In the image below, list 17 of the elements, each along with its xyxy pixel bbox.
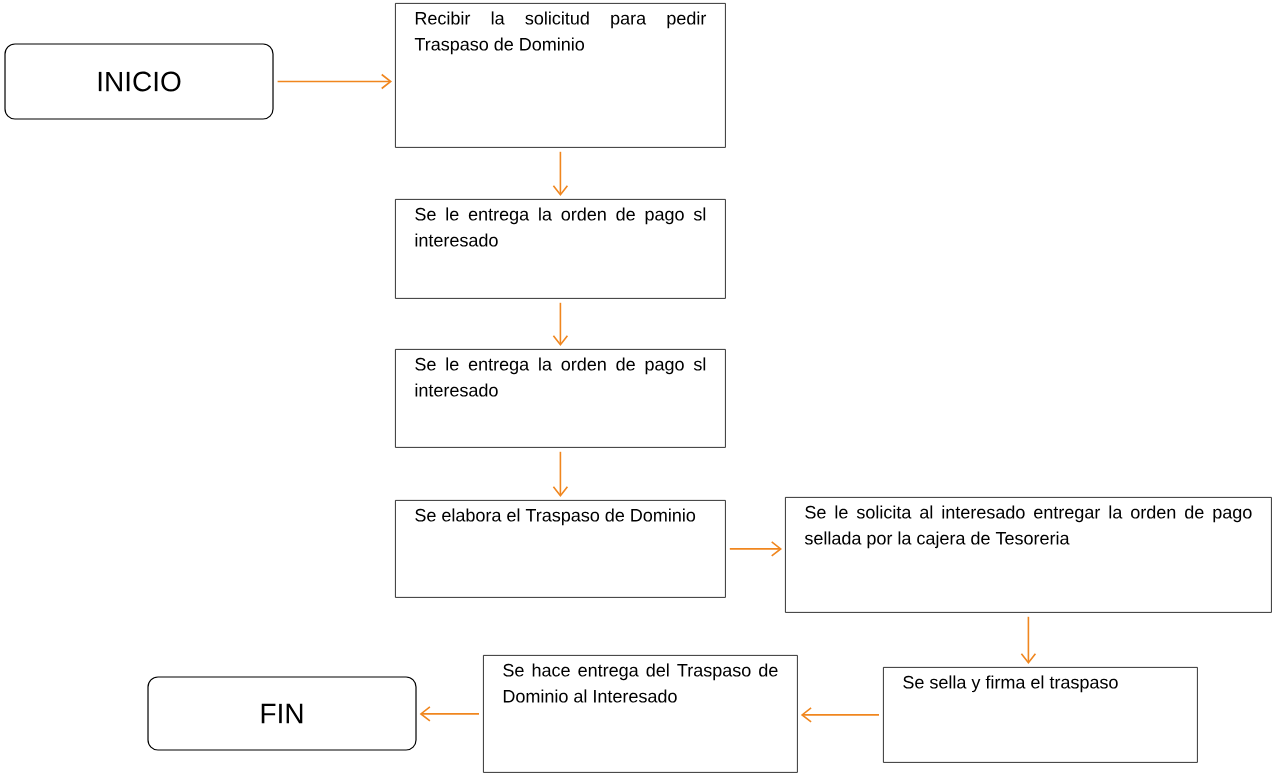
arrow [552,151,569,196]
arrow [419,706,480,722]
process-box: Se elabora el Traspaso de Dominio [395,500,726,598]
process-box: Se le solicita al interesado entregar la orden de pago sellada por la cajera de Tesoreria [785,497,1272,613]
arrow [729,541,782,557]
process-box: Se le entrega la orden de pago sl interesado [395,199,726,299]
arrow [1020,616,1037,664]
terminal-box: FIN [147,676,417,751]
arrow [552,302,569,346]
process-box: Recibir la solicitud para pedir Traspaso de Dominio [395,3,726,148]
arrow [552,451,569,497]
process-box: Se hace entrega del Traspaso de Dominio al Interesado [483,655,798,773]
process-box: Se le entrega la orden de pago sl interesado [395,349,726,448]
process-box: Se sella y firma el traspaso [883,667,1198,763]
arrow [276,73,392,90]
terminal-box: INICIO [4,43,274,120]
arrow [800,707,880,723]
